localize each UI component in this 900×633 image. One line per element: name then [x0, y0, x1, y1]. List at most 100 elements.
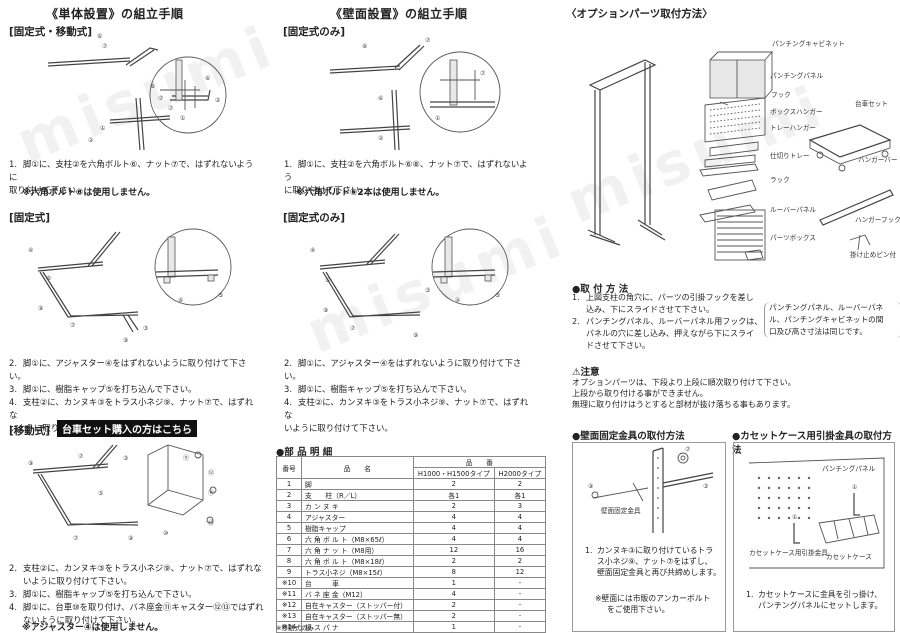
- step-text: 脚①に、樹脂キャップ⑤を打ち込んで下さい。: [23, 384, 197, 394]
- cell-qty-b: 3: [493, 500, 547, 512]
- punching-panel: [704, 97, 766, 143]
- cell-name: 六 角 ボ ル ト（M8×65ℓ）: [301, 533, 414, 545]
- svg-text:⑦: ⑦: [102, 43, 108, 50]
- svg-text:③: ③: [425, 287, 430, 294]
- svg-text:⑦: ⑦: [158, 95, 164, 102]
- cell-qty-a: 4: [412, 588, 495, 600]
- opt-label: ハンガーフック: [855, 215, 900, 224]
- caution-line: オプションパーツは、下段より上段に順次取り付けて下さい。: [572, 378, 796, 387]
- parts-box: [744, 249, 764, 261]
- svg-text:①: ①: [435, 115, 440, 122]
- svg-text:⑦: ⑦: [685, 446, 691, 453]
- svg-text:⑨: ⑨: [413, 332, 418, 339]
- cell-qty-a: 1: [412, 577, 495, 589]
- step-item: 4.支柱②に、カンヌキ③をトラス小ネジ⑨、ナット⑦で、はずれな: [284, 396, 534, 422]
- wall-fixed-label: [固定式のみ]: [283, 26, 346, 38]
- svg-text:⑦: ⑦: [425, 37, 431, 44]
- opt-label: ボックスハンガー: [770, 107, 823, 116]
- step-text: 脚①に、アジャスター④をはずれないように取り付けて下さい。: [284, 358, 522, 381]
- svg-text:①: ①: [792, 514, 797, 521]
- col-name: 品 名: [301, 456, 414, 479]
- cell-qty-a: 2: [412, 555, 495, 567]
- diagram-standalone-step1: ⑥⑦ ⑥⑦ ①② ⑥⑦ ①②: [47, 33, 227, 151]
- opt-label: パーツボックス: [770, 234, 816, 242]
- louver-panel: [714, 209, 766, 261]
- step-number: 3.: [9, 384, 17, 394]
- svg-text:②: ②: [378, 135, 384, 142]
- cell-qty-a: 8: [412, 566, 495, 578]
- warning-icon: ⚠: [572, 367, 581, 378]
- step-item: パネルの穴に差し込み、押えながら下にスライ: [572, 328, 767, 340]
- opt-label: フック: [771, 91, 791, 99]
- svg-text:③: ③: [143, 325, 148, 332]
- cell-qty-b: -: [493, 599, 547, 611]
- col-type1: H1000・H1500タイプ: [412, 467, 495, 479]
- caution-line: 無理に取り付けはうとすると部材が抜け落ちる事もあります。: [572, 400, 795, 409]
- step-number: 4.: [284, 397, 292, 407]
- howto-title: ●取 付 方 法: [572, 284, 629, 295]
- standalone-step1: 1.脚①に、支柱②を六角ボルト⑥、ナット⑦で、はずれないように 取り付けて下さい…: [9, 158, 254, 197]
- svg-text:④: ④: [455, 297, 460, 304]
- diagram-wall-step1: ⑧⑦ ⑥② ⑦①: [329, 37, 501, 151]
- cell-qty-a: 1: [412, 621, 495, 633]
- step-item: 4.支柱②に、カンヌキ③をトラス小ネジ⑨、ナット⑦で、はずれな: [9, 396, 259, 422]
- step-number: 2.: [572, 317, 580, 326]
- cell-name: バ ネ 座 金（M12）: [301, 588, 414, 600]
- cell-name: 支 柱（R／L）: [301, 489, 414, 501]
- opt-label: ハンガーバー: [858, 155, 898, 164]
- wall-title: 《壁面設置》の組立手順: [330, 7, 468, 21]
- svg-text:⑦: ⑦: [73, 535, 79, 542]
- opt-label: 掛け止めピン付: [850, 250, 897, 259]
- cell-no: ※12: [276, 599, 302, 611]
- cart-set-link[interactable]: 台車セット購入の方はこちら: [57, 420, 197, 437]
- cassette-label: パンチングパネル: [822, 464, 875, 473]
- svg-text:⑧: ⑧: [362, 43, 367, 50]
- cell-name: 自在キャスター（ストッパー無）: [301, 610, 414, 622]
- tray-hanger: [704, 154, 756, 168]
- step-number: 4.: [9, 397, 17, 407]
- rack: [707, 179, 757, 201]
- punch-holes: [757, 476, 811, 520]
- step-number: 1.: [572, 293, 580, 302]
- svg-text:⑦: ⑦: [480, 70, 486, 77]
- svg-text:④: ④: [310, 247, 315, 254]
- cell-name: カ ン ヌ キ: [301, 500, 414, 512]
- cell-qty-b: -: [493, 621, 547, 633]
- leg-frame: [47, 47, 171, 151]
- step-number: 2.: [9, 358, 17, 368]
- step-text: カセットケースに金具を引っ掛け、: [758, 590, 882, 599]
- cell-qty-b: -: [493, 588, 547, 600]
- step-text: ないように取り付けて下さい。: [23, 615, 141, 625]
- side-note-line: 口及び高さ寸法は同じです。: [769, 327, 867, 336]
- svg-text:⑥: ⑥: [205, 75, 210, 82]
- svg-text:③: ③: [703, 483, 708, 490]
- step-number: 1.: [585, 546, 593, 555]
- svg-text:⑨: ⑨: [123, 337, 128, 344]
- cell-no: ※10: [276, 577, 302, 589]
- step-text: 支柱②に、カンヌキ③をトラス小ネジ⑨、ナット⑦で、はずれな: [23, 563, 262, 573]
- cart-set: [808, 124, 892, 172]
- step-text: 支柱②に、カンヌキ③をトラス小ネジ⑨、ナット⑦で、はずれな: [9, 397, 254, 420]
- standalone-note1: ※六角ボルト⑧は使用しません。: [22, 188, 156, 198]
- hanger-hook: [849, 234, 871, 251]
- caution-line: 上段から取り付ける事ができません。: [572, 389, 708, 398]
- step-text: いように取り付けて下さい。: [23, 576, 132, 586]
- parts-title: ●部 品 明 細: [276, 447, 333, 458]
- step-text: パネルの穴に差し込み、押えながら下にスライ: [586, 329, 754, 338]
- cell-qty-a: 2: [412, 610, 495, 622]
- svg-text:⑨: ⑨: [28, 460, 33, 467]
- step-number: 1.: [284, 159, 292, 169]
- step-item: 2.支柱②に、カンヌキ③をトラス小ネジ⑨、ナット⑦で、はずれな: [9, 562, 264, 575]
- svg-text:⑪: ⑪: [208, 489, 214, 497]
- step-item: 3.脚①に、樹脂キャップ⑤を打ち込んで下さい。: [9, 588, 264, 601]
- cell-name: トラス小ネジ（M8×15ℓ）: [301, 566, 414, 578]
- step-text-cont: に取り付けて下さい。: [284, 185, 368, 195]
